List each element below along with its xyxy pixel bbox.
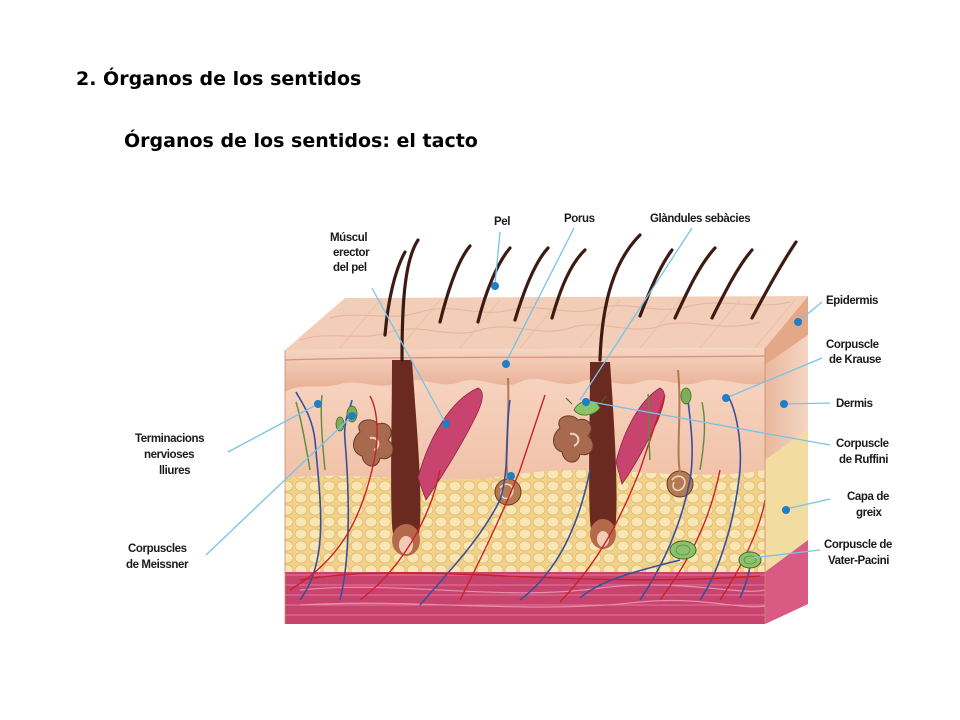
marker-dots [314, 282, 802, 514]
label-epidermis: Epidermis [826, 295, 878, 307]
arrector-pili-left [417, 387, 483, 501]
slide-subtitle: Órganos de los sentidos: el tacto [124, 130, 478, 152]
hair-follicle-left [391, 360, 421, 556]
label-corpuscles-meissner: Corpuscles de Meissner [126, 543, 189, 571]
label-corpuscle-krause: Corpuscle de Krause [826, 339, 881, 366]
label-corpuscle-ruffini: Corpuscle de Ruffini [836, 438, 889, 466]
label-text: Corpuscle [826, 339, 879, 351]
pacinian-corpuscles [669, 540, 762, 569]
label-glandules-sebacies: Glàndules sebàcies [650, 213, 750, 225]
label-text: de Meissner [126, 559, 189, 571]
label-text: Corpuscle [836, 438, 889, 450]
slide-title: 2. Órganos de los sentidos [76, 68, 362, 90]
label-text: nervioses [144, 449, 194, 461]
muscle-layer [285, 540, 808, 624]
arrector-pili-right [615, 387, 665, 485]
label-dermis: Dermis [836, 398, 873, 410]
label-corpuscle-vater-pacini: Corpuscle de Vater-Pacini [824, 539, 892, 567]
leader-lines [205, 227, 831, 559]
label-pel: Pel [494, 216, 510, 228]
label-porus: Porus [564, 213, 595, 225]
label-text: lliures [159, 465, 190, 477]
label-text: de Krause [829, 354, 881, 366]
label-text: Vater-Pacini [828, 555, 889, 567]
free-nerve-endings [295, 393, 706, 471]
sweat-gland-right [666, 369, 694, 498]
hair-strands [383, 233, 798, 362]
epidermis-layer [284, 296, 808, 392]
sebaceous-gland-right [553, 415, 594, 463]
blood-vessels [289, 394, 766, 603]
label-text: greix [856, 507, 882, 519]
ruffini-corpuscle [565, 395, 607, 416]
label-text: Corpuscles [128, 543, 187, 555]
label-text: Capa de [847, 491, 889, 503]
label-text: Múscul [330, 232, 367, 244]
label-text: del pel [333, 262, 367, 274]
label-text: erector [333, 247, 370, 259]
label-terminacions-nervioses: Terminacions nervioses lliures [135, 433, 205, 477]
nerve-fibers [295, 391, 752, 606]
label-text: Corpuscle de [824, 539, 892, 551]
label-text: de Ruffini [839, 454, 888, 466]
label-musculo-erector: Múscul erector del pel [330, 232, 371, 274]
label-capa-greix: Capa de greix [847, 491, 889, 519]
label-text: Terminacions [135, 433, 204, 445]
